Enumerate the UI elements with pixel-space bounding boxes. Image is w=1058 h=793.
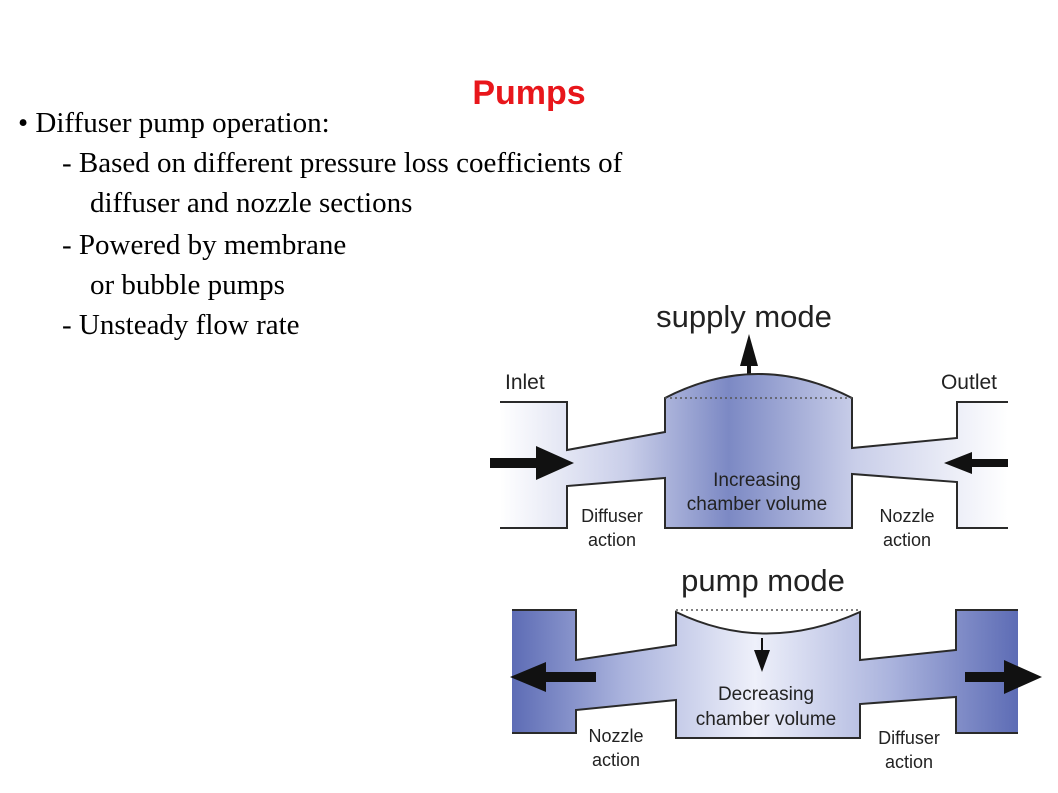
decreasing-label-1: Decreasing: [718, 684, 814, 705]
nozzle-action-top-1: Nozzle: [879, 506, 934, 526]
sub-item-powered-by: - Powered by membrane: [62, 229, 347, 261]
nozzle-action-bot-1: Nozzle: [588, 726, 643, 746]
sub-item-powered-by-cont: or bubble pumps: [90, 269, 285, 301]
diffuser-action-top-2: action: [588, 530, 636, 550]
pump-bottom-outline: [512, 695, 1018, 739]
pump-right-flow-arrow: [965, 660, 1042, 694]
pump-mode-title: pump mode: [681, 563, 845, 598]
sub-item-pressure-loss-cont: diffuser and nozzle sections: [90, 187, 413, 219]
page-title: Pumps: [472, 74, 586, 112]
inlet-label: Inlet: [505, 371, 545, 394]
pump-top-outline: [512, 609, 1018, 662]
outlet-flow-arrow: [944, 452, 1008, 474]
sub-item-unsteady-flow: - Unsteady flow rate: [62, 309, 300, 341]
supply-channel: [500, 374, 1008, 528]
increasing-label-2: chamber volume: [687, 494, 827, 515]
diffuser-action-top-1: Diffuser: [581, 506, 643, 526]
supply-bottom-outline: [500, 472, 1008, 529]
supply-mode-title: supply mode: [656, 299, 832, 334]
increasing-label-1: Increasing: [713, 470, 801, 491]
outlet-label: Outlet: [941, 371, 997, 394]
nozzle-action-top-2: action: [883, 530, 931, 550]
pump-channel: [512, 610, 1018, 738]
inlet-flow-arrow: [490, 446, 574, 480]
membrane-down-arrow: [754, 638, 770, 672]
sub-item-pressure-loss: - Based on different pressure loss coeff…: [62, 147, 623, 179]
nozzle-action-bot-2: action: [592, 750, 640, 770]
diffuser-action-bot-2: action: [885, 752, 933, 772]
pump-left-flow-arrow: [510, 662, 596, 692]
diffuser-action-bot-1: Diffuser: [878, 728, 940, 748]
membrane-up-arrow: [740, 334, 758, 376]
bullet-diffuser-pump-operation: • Diffuser pump operation:: [18, 107, 330, 139]
decreasing-label-2: chamber volume: [696, 709, 836, 730]
